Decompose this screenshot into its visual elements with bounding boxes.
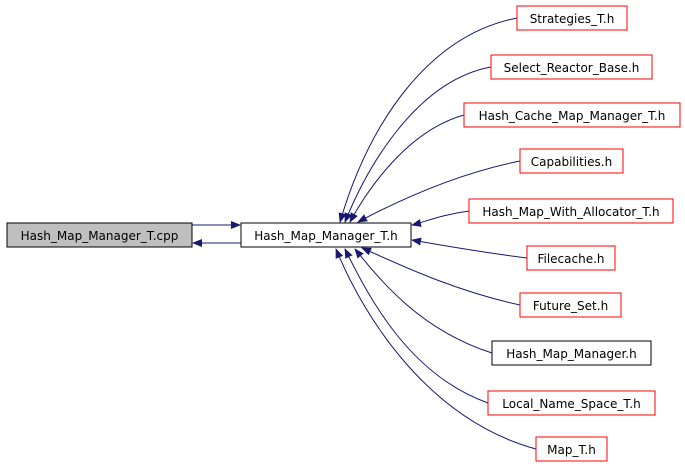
node-future-set-h[interactable]: Future_Set.h [519,292,622,318]
edge-includer-9 [335,248,537,450]
node-select-reactor-base-h[interactable]: Select_Reactor_Base.h [490,54,653,80]
node-hash-cache-map-manager-t-h[interactable]: Hash_Cache_Map_Manager_T.h [463,102,681,128]
node-box [516,5,628,31]
node-label: Strategies_T.h [530,12,615,26]
edge-includer-6 [361,247,521,306]
node-label: Hash_Cache_Map_Manager_T.h [479,109,666,123]
node-label: Capabilities.h [531,155,612,169]
dependency-edges [192,17,537,450]
node-box [6,222,193,248]
node-hash-map-with-allocator-t-h[interactable]: Hash_Map_With_Allocator_T.h [468,198,674,224]
node-box [490,54,653,80]
node-strategies-t-h[interactable]: Strategies_T.h [516,5,628,31]
edge-includer-5 [411,237,528,259]
node-hash-map-manager-t-cpp[interactable]: Hash_Map_Manager_T.cpp [6,222,193,248]
edge-includer-8 [344,248,489,404]
node-label: Local_Name_Space_T.h [502,397,640,411]
edge-includer-2 [349,114,465,223]
edge-includer-1 [344,66,492,223]
node-box [519,148,624,174]
node-label: Filecache.h [537,252,604,266]
node-label: Hash_Map_Manager.h [506,347,636,361]
edge-includer-3 [357,160,521,223]
node-box [519,292,622,318]
node-box [468,198,674,224]
edge-includer-4 [411,210,470,227]
node-label: Future_Set.h [533,299,608,313]
node-map-t-h[interactable]: Map_T.h [535,436,608,462]
node-box [535,436,608,462]
node-label: Hash_Map_Manager_T.cpp [21,229,179,243]
node-filecache-h[interactable]: Filecache.h [526,245,616,271]
node-box [487,390,656,416]
edge-includer-7 [354,248,493,354]
node-capabilities-h[interactable]: Capabilities.h [519,148,624,174]
node-label: Hash_Map_Manager_T.h [254,229,397,243]
node-box [491,340,652,366]
node-box [240,222,412,248]
node-box [463,102,681,128]
node-hash-map-manager-h[interactable]: Hash_Map_Manager.h [491,340,652,366]
node-local-name-space-t-h[interactable]: Local_Name_Space_T.h [487,390,656,416]
node-label: Hash_Map_With_Allocator_T.h [482,205,659,219]
node-label: Select_Reactor_Base.h [504,61,640,75]
includer-nodes: Strategies_T.h Select_Reactor_Base.h Has… [463,5,681,462]
node-hash-map-manager-t-h[interactable]: Hash_Map_Manager_T.h [240,222,412,248]
node-label: Map_T.h [547,443,596,457]
edge-includer-0 [338,17,518,223]
node-box [526,245,616,271]
